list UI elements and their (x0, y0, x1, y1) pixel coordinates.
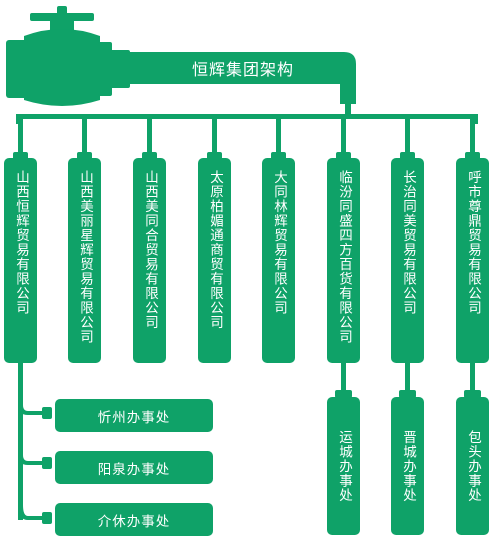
company-drops (18, 117, 475, 157)
company-box: 山西美同合贸易有限公司 (133, 152, 166, 363)
company-box: 大同林辉贸易有限公司 (262, 152, 295, 363)
company-box: 呼市尊鼎贸易有限公司 (456, 152, 489, 363)
group-title: 恒辉集团架构 (191, 60, 294, 79)
distribution-bar (16, 114, 478, 119)
office-box: 运城办事处 (327, 397, 360, 535)
office-box: 包头办事处 (456, 397, 489, 535)
pipe-valve-icon (6, 6, 130, 106)
main-pipe (128, 52, 356, 104)
bottom-office-connectors (335, 362, 481, 398)
company-box: 临汾同盛四方百货有限公司 (327, 152, 360, 363)
office-box: 介休办事处 (55, 503, 213, 536)
office-box: 阳泉办事处 (55, 451, 213, 484)
company-box: 长治同美贸易有限公司 (391, 152, 424, 363)
office-box: 忻州办事处 (55, 399, 213, 432)
company-box: 山西恒辉贸易有限公司 (4, 152, 37, 363)
office-box: 晋城办事处 (391, 397, 424, 535)
left-office-connector (18, 362, 52, 524)
company-box: 太原柏媚通商贸有限公司 (198, 152, 231, 363)
company-box: 山西美丽星辉贸易有限公司 (68, 152, 101, 363)
